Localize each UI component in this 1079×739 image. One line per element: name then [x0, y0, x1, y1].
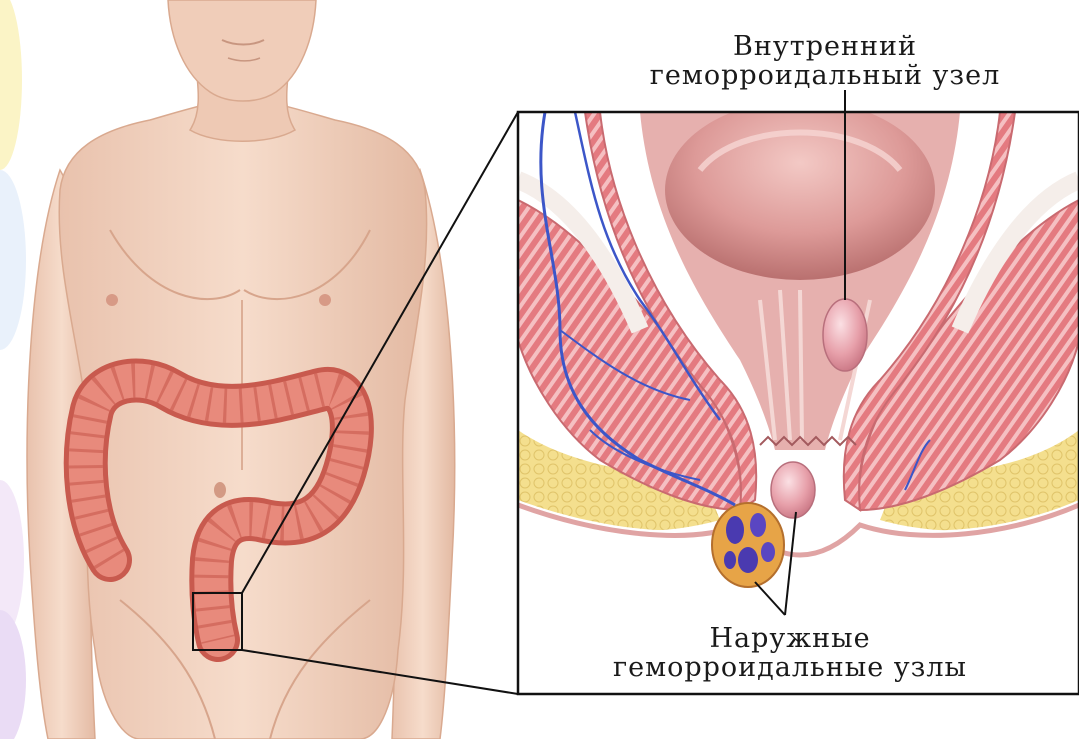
- internal-label-line1: Внутренний: [590, 32, 1060, 61]
- internal-label-line2: геморроидальный узел: [590, 61, 1060, 90]
- human-torso-figure: [27, 0, 455, 739]
- anal-canal-cross-section: [518, 100, 1079, 694]
- external-hemorrhoid-pink: [771, 462, 815, 518]
- external-hemorrhoid-thrombosed: [712, 503, 784, 587]
- external-label-line1: Наружные: [545, 624, 1035, 653]
- internal-hemorrhoid: [823, 299, 867, 371]
- external-label-line2: геморроидальные узлы: [545, 653, 1035, 682]
- internal-hemorrhoid-label: Внутренний геморроидальный узел: [590, 32, 1060, 90]
- external-hemorrhoids-label: Наружные геморроидальные узлы: [545, 624, 1035, 682]
- background-decoration: [0, 0, 26, 739]
